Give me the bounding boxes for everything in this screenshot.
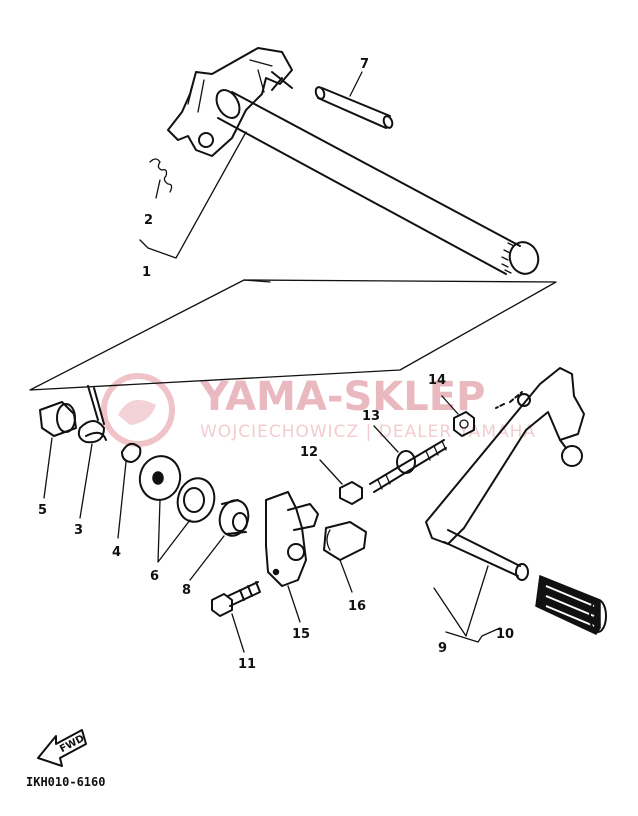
link-part-15: [265, 491, 307, 587]
nut-part-12: [339, 481, 363, 505]
watermark-subtitle: WOJCIECHOWICZ | DEALER YAMAHA: [200, 422, 536, 442]
label-part-12: 12: [300, 445, 318, 460]
watermark-brand: YAMA-SKLEP: [199, 374, 485, 420]
assembly-boundary: [29, 279, 557, 391]
label-part-4: 4: [112, 545, 121, 560]
watermark-logo-icon: [101, 373, 175, 447]
watermark: YAMA-SKLEP WOJCIECHOWICZ | DEALER YAMAHA: [101, 373, 536, 447]
diagram-code: IKH010-6160: [26, 775, 105, 789]
fwd-arrow-icon: FWD: [37, 729, 87, 767]
label-part-7: 7: [360, 57, 369, 72]
label-part-9: 9: [438, 641, 447, 656]
label-part-2: 2: [144, 213, 153, 228]
shift-pedal: [425, 367, 607, 635]
pin-part-7: [317, 87, 391, 129]
label-part-13: 13: [362, 409, 380, 424]
label-part-3: 3: [74, 523, 83, 538]
lower-left-parts: [39, 385, 475, 617]
part-number-labels: 1 2 3 4 5 6 7 8 9 10 11 12 13 14 15 16: [38, 57, 514, 672]
collar-part-5: [39, 401, 77, 437]
label-part-16: 16: [348, 599, 366, 614]
cap-part-16: [323, 521, 367, 561]
footrest-part-10: [535, 574, 607, 635]
label-part-6: 6: [150, 569, 159, 584]
label-part-5: 5: [38, 503, 47, 518]
label-part-10: 10: [496, 627, 514, 642]
label-part-14: 14: [428, 373, 446, 388]
leader-lines-lower: [43, 395, 501, 653]
rod-part-13: [369, 439, 447, 493]
washer-part-6a: [138, 455, 182, 501]
spring-part-3: [77, 385, 107, 444]
nut-part-14: [453, 411, 475, 437]
bolt-part-11: [211, 593, 233, 617]
circlip-part-4: [121, 442, 142, 463]
leader-lines-upper: [139, 71, 363, 259]
spring-part-2: [149, 158, 173, 193]
label-part-8: 8: [182, 583, 191, 598]
label-part-15: 15: [292, 627, 310, 642]
label-part-1: 1: [142, 265, 151, 280]
washer-part-6b: [176, 477, 216, 523]
shift-shaft-assembly: [149, 47, 540, 275]
label-part-11: 11: [238, 657, 256, 672]
